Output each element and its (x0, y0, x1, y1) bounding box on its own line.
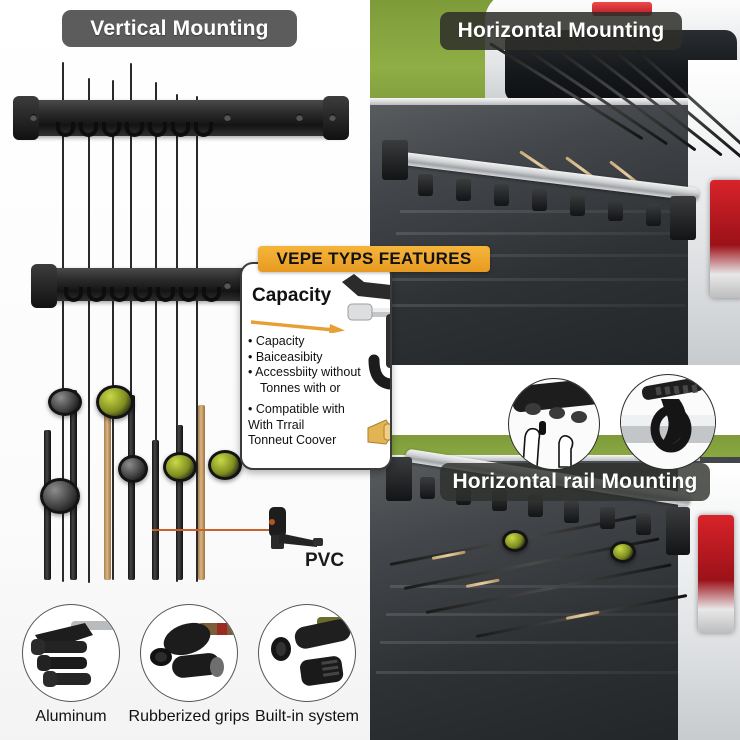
fishing-reel (163, 452, 197, 482)
exploded-product-diagram: CAPACITY (342, 274, 390, 445)
feature-bullet-list: • Capacity • Baiceasibity • Accessbiity … (248, 334, 390, 449)
rod-handle (152, 440, 159, 580)
rail-screw (30, 114, 37, 121)
bed-rib (380, 304, 686, 307)
rail-screw (224, 114, 231, 121)
fishing-reel (610, 541, 636, 563)
bed-rib (392, 254, 688, 257)
rod-tip (88, 78, 90, 583)
fishing-reel (208, 450, 242, 480)
rail-end-cap (31, 264, 57, 308)
rod-tip (155, 82, 157, 580)
bed-rib (396, 232, 690, 235)
rod-tip (176, 94, 178, 582)
pvc-pointer-line (152, 529, 277, 531)
taillight (710, 180, 740, 298)
rod-clamp (564, 501, 579, 523)
feature-label-builtin: Built-in system (254, 708, 360, 725)
fishing-reel (502, 530, 528, 552)
rack-end-mount (666, 507, 690, 555)
rod-tip (62, 62, 64, 582)
bullet-item-cont: Tonnes with or (260, 380, 341, 395)
inset-circle-bracket-hand (508, 378, 600, 470)
fishing-reel (40, 478, 80, 514)
bed-rib (386, 613, 680, 616)
rod-clamp (608, 199, 623, 221)
features-callout-card: Capacity • Capacity • Baiceasibity • Acc… (240, 262, 392, 470)
rack-end-mount (386, 457, 412, 501)
rod-clamp (418, 174, 433, 196)
bullet-item: • Baiceasibity (248, 349, 323, 364)
feature-label-grips: Rubberized grips (128, 708, 250, 725)
bed-rib (386, 278, 686, 281)
rod-slot (87, 287, 106, 302)
rod-clamp (532, 189, 547, 211)
rod-slot (133, 287, 152, 302)
bed-rib (376, 671, 680, 674)
taillight (698, 515, 734, 633)
rod-clamp (456, 179, 471, 201)
rod-slot (148, 122, 167, 137)
feature-label-aluminum: Aluminum (35, 708, 107, 725)
orange-arrow-icon (250, 320, 345, 333)
rod-slot (171, 122, 190, 137)
rod-clamp (570, 194, 585, 216)
bullet-item-cont: Tonneut Coover (248, 433, 337, 447)
rack-end-mount (382, 140, 408, 180)
rod-slot (156, 287, 175, 302)
rod-slot (110, 287, 129, 302)
vertical-rail-bottom (31, 264, 249, 308)
rail-screw (224, 282, 231, 289)
rod-slot (194, 122, 213, 137)
vertical-rail-top (13, 96, 349, 140)
rod-cork-handle (198, 405, 205, 580)
rail-screw (296, 114, 303, 121)
feature-circle-grips (140, 604, 238, 702)
rod-handle (128, 395, 135, 580)
fishing-reel (96, 385, 134, 419)
badge-horizontal-rail-mounting: Horizontal rail Mounting (440, 463, 710, 501)
inset-circle-clamp-on-bar (620, 374, 716, 470)
badge-vertical-mounting: Vertical Mounting (62, 10, 297, 47)
horizontal-mounting-photo (370, 0, 740, 368)
bed-rib (380, 641, 680, 644)
rod-tip (112, 80, 114, 580)
rod-slot (202, 287, 221, 302)
rod-clamp (420, 477, 435, 499)
callout-title: Capacity (252, 285, 332, 306)
rail-screw (329, 114, 336, 121)
fishing-reel (118, 455, 148, 483)
bullet-item: • Compatible with (248, 402, 345, 416)
rod-clamp (636, 513, 651, 535)
rod-tip (130, 63, 132, 578)
feature-circle-builtin (258, 604, 356, 702)
bed-rib (400, 210, 690, 213)
bed-rib (390, 585, 680, 588)
feature-circle-aluminum (22, 604, 120, 702)
rod-cork-handle (104, 400, 111, 580)
pvc-connector-part (265, 505, 325, 560)
badge-horizontal-mounting: Horizontal Mounting (440, 12, 682, 50)
rod-slot (102, 122, 121, 137)
rod-slot (79, 122, 98, 137)
rod-tip (196, 96, 198, 582)
bullet-item-cont: With Trrail (248, 417, 305, 432)
rod-slot (64, 287, 83, 302)
rod-clamp (600, 507, 615, 529)
bed-rail-chrome (370, 98, 710, 105)
rod-slot (179, 287, 198, 302)
bullet-item: • Capacity (248, 334, 305, 348)
rod-handle (176, 425, 183, 580)
rod-clamp (494, 184, 509, 206)
fishing-reel (48, 388, 82, 416)
bullet-item: • Accessbiity without (248, 365, 361, 379)
rod-slot (125, 122, 144, 137)
features-banner: VEPE TYPS FEATURES (258, 246, 490, 272)
pvc-label: PVC (305, 550, 345, 571)
rod-clamp (646, 204, 661, 226)
rail-end-cap (323, 96, 349, 140)
rod-slot (56, 122, 75, 137)
rack-end-mount (670, 196, 696, 240)
